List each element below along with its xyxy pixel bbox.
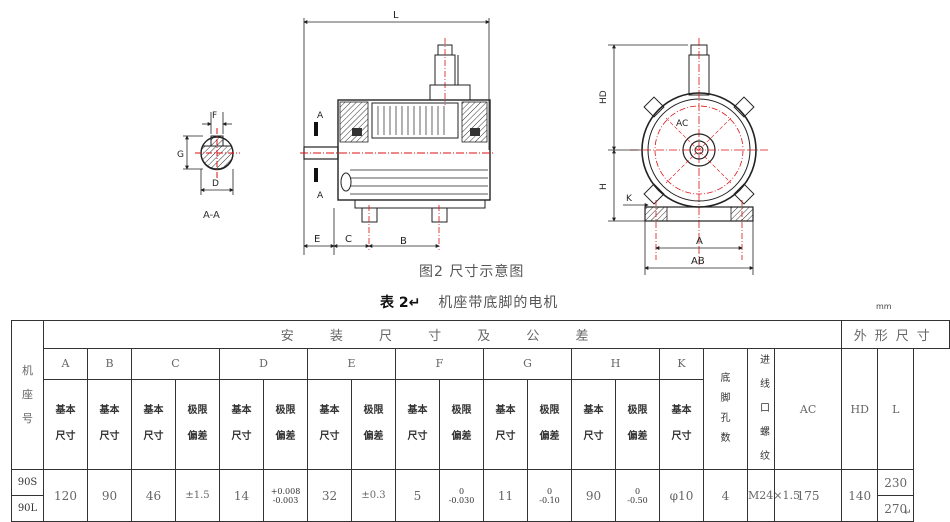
code-a: A (43, 348, 88, 380)
tol-e: ±0.3 (351, 469, 396, 522)
value-e: 32 (307, 469, 352, 522)
tol-h: 0-0.50 (615, 469, 660, 522)
value-hd: 140 (841, 469, 879, 522)
frame-header: 机座号 (22, 364, 33, 425)
code-hd: HD (841, 348, 879, 470)
value-thread: M24×1.5 (747, 469, 800, 522)
tol-g: 0-0.10 (527, 469, 572, 522)
basic-size-e: 基本尺寸 (307, 378, 352, 471)
basic-size-c: 基本尺寸 (131, 378, 176, 471)
table-number: 表 2↵ (380, 295, 421, 311)
dimension-table: 机座号 安 装 尺 寸 及 公 差 外形尺寸 A B C D E F G H K… (11, 320, 950, 522)
table-title: 机座带底脚的电机 (438, 295, 559, 311)
value-ac: 175 (773, 469, 843, 522)
limit-dev-f: 极限偏差 (439, 378, 484, 471)
tol-g-upper: 0 (546, 486, 553, 496)
dim-label-h: H (599, 183, 609, 190)
basic-size-g: 基本尺寸 (483, 378, 528, 471)
foot-holes-header-cell: 底脚孔数 (703, 348, 748, 470)
dim-label-c: C (345, 234, 352, 245)
frame-90l: 90L (11, 495, 44, 522)
value-k: φ10 (659, 469, 704, 522)
tol-g-lower: -0.10 (539, 495, 560, 505)
dim-label-a: A (696, 236, 703, 247)
code-h: H (571, 348, 660, 380)
limit-dev-g: 极限偏差 (527, 378, 572, 471)
code-b: B (87, 348, 132, 380)
section-a-a-view: F G D A-A (177, 111, 240, 221)
code-e: E (307, 348, 396, 380)
dim-label-k: K (626, 194, 633, 204)
value-h: 90 (571, 469, 616, 522)
value-holes: 4 (703, 469, 748, 522)
frame-90s: 90S (11, 469, 44, 496)
basic-size-k: 基本尺寸 (659, 378, 704, 471)
value-c: 46 (131, 469, 176, 522)
value-f: 5 (395, 469, 440, 522)
tol-h-lower: -0.50 (627, 495, 648, 505)
basic-size-a: 基本尺寸 (43, 378, 88, 471)
dim-label-ab: AB (691, 256, 705, 267)
dim-label-hd: HD (599, 90, 609, 104)
tol-f: 0-0.030 (439, 469, 484, 522)
dim-label-f: F (212, 111, 217, 121)
unit-note: mm (876, 302, 892, 311)
return-mark: ↵ (904, 508, 912, 518)
section-label: A-A (203, 210, 220, 221)
dim-label-b: B (400, 236, 407, 247)
section-mark-a-top: A (317, 111, 324, 121)
value-b: 90 (87, 469, 132, 522)
dim-label-d: D (212, 179, 219, 189)
limit-dev-c: 极限偏差 (175, 378, 220, 471)
code-f: F (395, 348, 484, 380)
dim-label-g: G (177, 150, 184, 160)
value-g: 11 (483, 469, 528, 522)
outline-header: 外形尺寸 (841, 320, 950, 349)
code-ac: AC (773, 348, 843, 470)
basic-size-f: 基本尺寸 (395, 378, 440, 471)
figure-caption: 图2 尺寸示意图 (419, 264, 525, 280)
motor-drawings: F G D A-A L (177, 10, 770, 275)
end-view: AC HD H K A AB (599, 38, 770, 275)
code-d: D (219, 348, 308, 380)
value-l-90l: 270 (877, 495, 915, 522)
value-l-90s: 230 (877, 469, 915, 496)
side-view: L (300, 10, 495, 255)
section-mark-a-bottom: A (317, 191, 324, 201)
code-k: K (659, 348, 704, 380)
code-l: L (877, 348, 915, 470)
tol-d-lower: -0.003 (272, 495, 299, 505)
code-g: G (483, 348, 572, 380)
tol-c: ±1.5 (175, 469, 220, 522)
limit-dev-h: 极限偏差 (615, 378, 660, 471)
frame-header-cell: 机座号 (11, 320, 44, 470)
basic-size-h: 基本尺寸 (571, 378, 616, 471)
tol-d: +0.008-0.003 (263, 469, 308, 522)
dim-label-l: L (393, 10, 399, 21)
tol-f-lower: -0.030 (448, 495, 475, 505)
limit-dev-d: 极限偏差 (263, 378, 308, 471)
basic-size-d: 基本尺寸 (219, 378, 264, 471)
limit-dev-e: 极限偏差 (351, 378, 396, 471)
thread-header: 进线口螺纹 (747, 348, 775, 470)
dim-label-ac: AC (676, 119, 688, 129)
tol-f-upper: 0 (458, 486, 465, 496)
tol-h-upper: 0 (634, 486, 641, 496)
basic-size-b: 基本尺寸 (87, 378, 132, 471)
table-caption: 表 2↵ 机座带底脚的电机 (380, 292, 558, 312)
value-d: 14 (219, 469, 264, 522)
value-a: 120 (43, 469, 88, 522)
install-header: 安 装 尺 寸 及 公 差 (42, 320, 843, 349)
dim-label-e: E (314, 234, 320, 245)
tol-d-upper: +0.008 (270, 486, 301, 496)
code-c: C (131, 348, 220, 380)
foot-holes-header: 底脚孔数 (720, 373, 731, 444)
